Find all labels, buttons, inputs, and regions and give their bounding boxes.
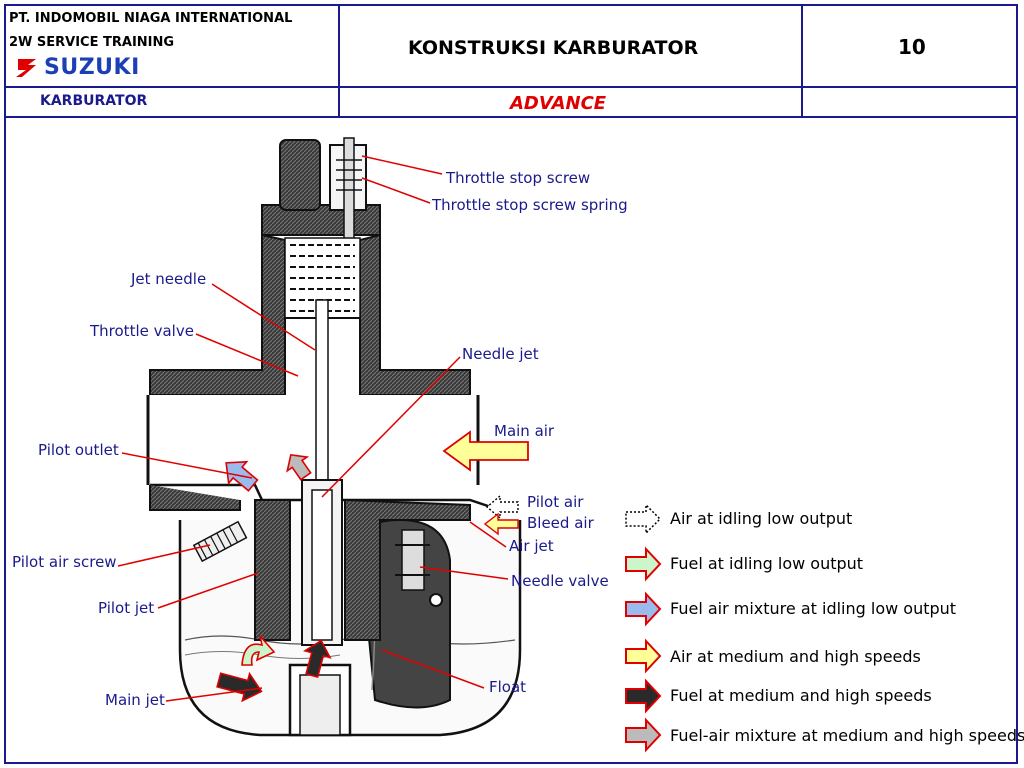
company-name: PT. INDOMOBIL NIAGA INTERNATIONAL <box>9 11 293 26</box>
label-pilot-outlet: Pilot outlet <box>38 441 119 459</box>
label-needle-valve: Needle valve <box>511 572 609 590</box>
subheader-divider <box>4 116 1018 118</box>
brand-name: SUZUKI <box>44 55 140 80</box>
legend-arrow-air-idling <box>625 503 662 535</box>
legend-arrow-mixture-medium-high <box>625 717 662 753</box>
label-throttle-stop-screw: Throttle stop screw <box>446 169 591 187</box>
leader-lines <box>117 155 509 702</box>
legend-label-fuel-idling: Fuel at idling low output <box>670 554 864 573</box>
main-air-arrow <box>442 430 529 472</box>
page-number: 10 <box>898 35 926 59</box>
legend-arrow-fuel-idling <box>625 546 662 582</box>
legend-label-air-idling: Air at idling low output <box>670 509 853 528</box>
label-jet-needle: Jet needle <box>131 270 207 288</box>
level-label: ADVANCE <box>510 93 607 114</box>
pilot-air-screw-shape <box>192 520 248 563</box>
fuel-curve-arrow <box>241 635 276 666</box>
label-pilot-air: Pilot air <box>527 493 584 511</box>
training-name: 2W SERVICE TRAINING <box>9 35 175 50</box>
label-throttle-valve: Throttle valve <box>90 322 194 340</box>
label-air-jet: Air jet <box>509 537 554 555</box>
label-main-air: Main air <box>494 422 555 440</box>
label-bleed-air: Bleed air <box>527 514 594 532</box>
page-title: KONSTRUKSI KARBURATOR <box>408 37 699 59</box>
fuel-up-arrow <box>303 639 332 678</box>
suzuki-logo: SUZUKI <box>14 55 140 80</box>
legend-arrow-fuel-medium-high <box>625 678 662 714</box>
suzuki-s-icon <box>16 58 36 77</box>
legend-label-mixture-idling: Fuel air mixture at idling low output <box>670 599 957 618</box>
label-float: Float <box>489 678 527 696</box>
section-label: KARBURATOR <box>40 93 148 109</box>
header-col-divider-1 <box>338 4 340 117</box>
mixture-up-arrow <box>286 454 312 481</box>
legend-label-mixture-medium-high: Fuel-air mixture at medium and high spee… <box>670 726 1024 745</box>
label-main-jet: Main jet <box>105 691 165 709</box>
label-pilot-jet: Pilot jet <box>98 599 155 617</box>
label-needle-jet: Needle jet <box>462 345 539 363</box>
legend-label-air-medium-high: Air at medium and high speeds <box>670 647 921 666</box>
slide-frame <box>4 4 1018 764</box>
legend-label-fuel-medium-high: Fuel at medium and high speeds <box>670 686 932 705</box>
fuel-in-arrow <box>216 671 263 703</box>
label-pilot-air-screw: Pilot air screw <box>12 553 117 571</box>
pilot-air-arrow <box>485 494 519 520</box>
legend-arrow-air-medium-high <box>625 638 662 674</box>
header-divider <box>4 86 1018 88</box>
legend-arrow-mixture-idling <box>625 591 662 627</box>
bleed-air-arrow <box>483 512 519 536</box>
header-col-divider-2 <box>801 4 803 117</box>
label-throttle-stop-screw-spring: Throttle stop screw spring <box>432 196 628 214</box>
